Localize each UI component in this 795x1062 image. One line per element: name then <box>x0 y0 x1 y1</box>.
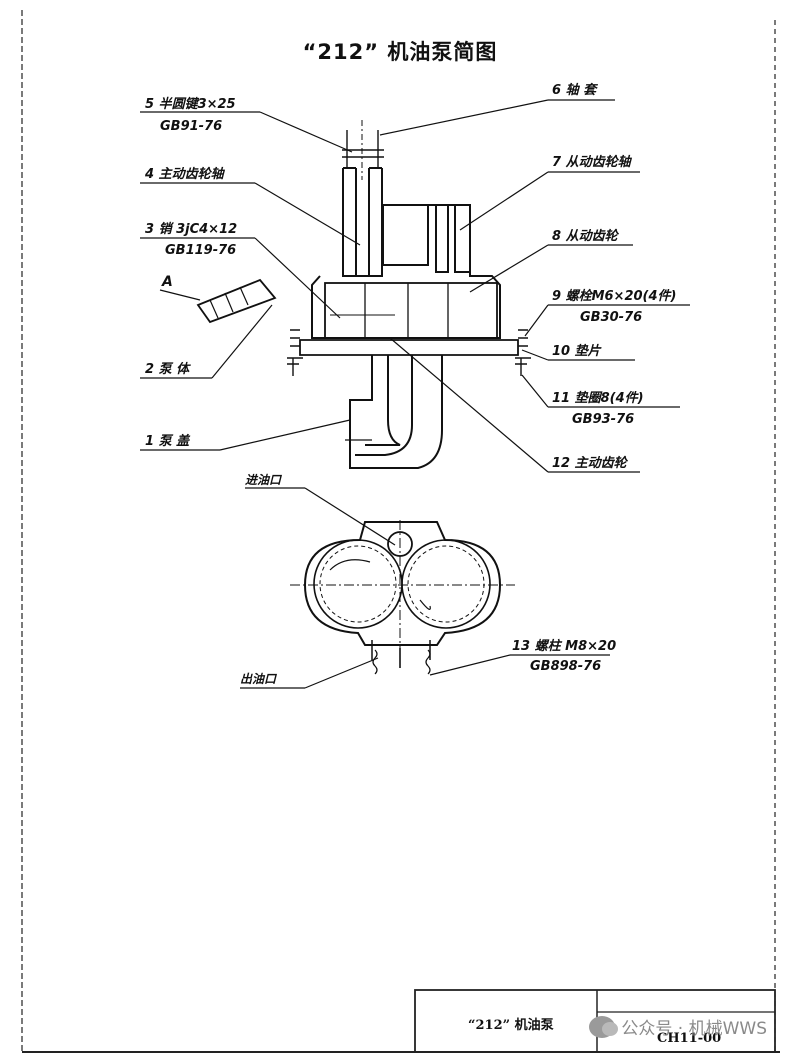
callout-p9-line2: GB30-76 <box>580 310 642 325</box>
callout-p3-line2: GB119-76 <box>165 243 236 258</box>
callout-p1: 1 泵 盖 <box>145 433 191 449</box>
callout-p6: 6 轴 套 <box>552 82 598 98</box>
sheet-frame <box>21 10 780 1053</box>
pump-section-view <box>196 120 531 469</box>
callout-p7: 7 从动齿轮轴 <box>552 154 633 170</box>
callout-p5-line1: 5 半圆键3×25 <box>145 96 236 112</box>
title-block-name: “212” 机油泵 <box>468 1018 554 1033</box>
callout-outlet: 出油口 <box>240 672 278 686</box>
drawing-title: “212” 机油泵简图 <box>302 40 498 64</box>
callout-p13-line2: GB898-76 <box>530 659 601 674</box>
callout-p2: 2 泵 体 <box>145 361 191 377</box>
callout-p12: 12 主动齿轮 <box>552 455 629 471</box>
leader-lines <box>140 99 690 689</box>
callout-p10: 10 垫片 <box>552 343 602 359</box>
section-label-a: A <box>161 274 173 290</box>
wechat-icon <box>589 1015 619 1038</box>
callout-p11-line1: 11 垫圈8(4件) <box>552 390 644 406</box>
callout-p13-line1: 13 螺柱 M8×20 <box>512 638 616 654</box>
title-block-code: CH11-00 <box>657 1031 722 1046</box>
callout-p8: 8 从动齿轮 <box>552 228 620 244</box>
callout-p4: 4 主动齿轮轴 <box>144 166 226 182</box>
watermark-text: 公众号 · 机械WWS <box>621 1019 767 1039</box>
callout-p3-line1: 3 销 3jC4×12 <box>145 221 237 237</box>
callout-p9-line1: 9 螺栓M6×20(4件) <box>552 288 676 304</box>
callout-p5-line2: GB91-76 <box>160 119 222 134</box>
gear-cross-section <box>290 520 515 675</box>
callout-p11-line2: GB93-76 <box>572 412 634 427</box>
watermark: 公众号 · 机械WWS <box>589 1014 767 1039</box>
callout-inlet: 进油口 <box>245 473 283 487</box>
